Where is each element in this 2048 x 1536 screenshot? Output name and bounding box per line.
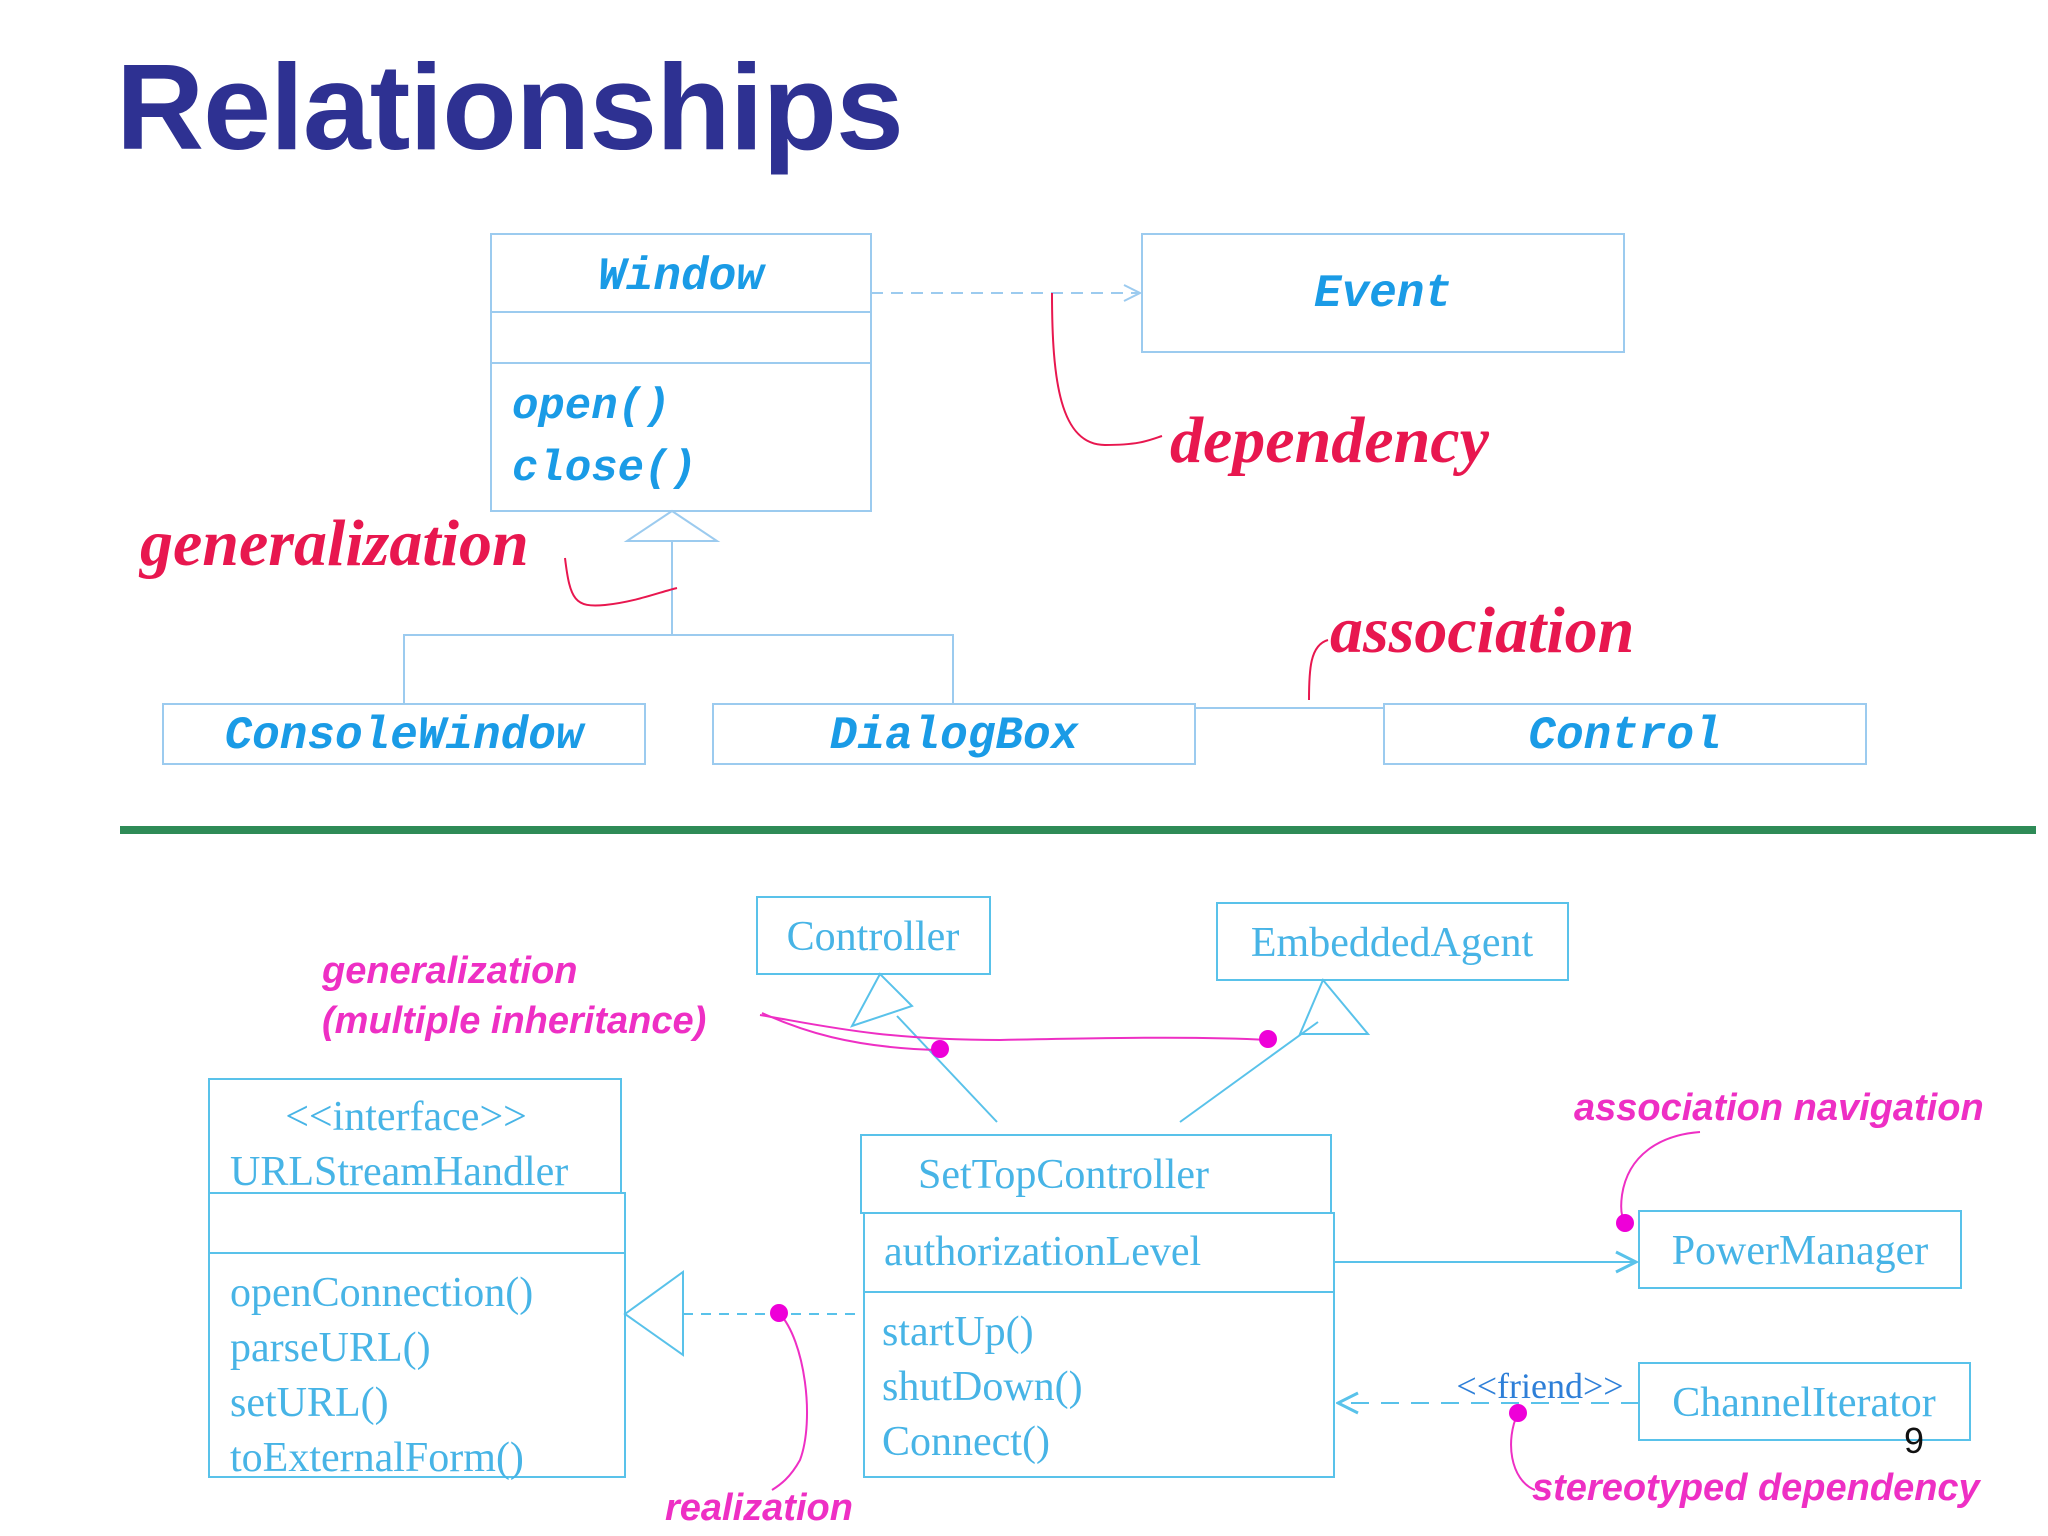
class-power-manager-name: PowerManager <box>1672 1228 1929 1274</box>
class-event-name: Event <box>1314 268 1452 320</box>
class-console-window-box <box>162 703 646 765</box>
generalization-callout <box>759 1014 1269 1042</box>
class-embedded-agent-box <box>1216 902 1569 981</box>
realization-triangle <box>623 1270 684 1357</box>
class-console-window: ConsoleWindow <box>162 703 646 765</box>
generalization-branch-line <box>403 634 954 704</box>
class-url-stream-handler-name: URLStreamHandler <box>230 1149 568 1195</box>
class-channel-iterator-box <box>1638 1362 1971 1441</box>
class-dialog-box: DialogBox <box>712 703 1196 765</box>
class-url-stream-handler-operation: toExternalForm() <box>230 1435 524 1481</box>
class-control: Control <box>1383 703 1867 765</box>
generalization-triangle-embedded-agent <box>1298 978 1371 1035</box>
class-channel-iterator: ChannelIterator <box>1638 1362 1971 1441</box>
label-generalization: generalization <box>138 507 529 580</box>
generalization-line-embedded-agent <box>1179 1021 1319 1123</box>
page-number: 9 <box>1904 1420 1925 1461</box>
association-navigation-callout <box>1620 1131 1701 1223</box>
class-embedded-agent: EmbeddedAgent <box>1216 902 1569 981</box>
label-dependency: dependency <box>1170 404 1490 477</box>
association-callout <box>1308 639 1329 701</box>
class-set-top-controller-attributes <box>863 1212 1335 1293</box>
label-association: association <box>1330 594 1634 667</box>
class-power-manager: PowerManager <box>1638 1210 1962 1289</box>
class-url-stream-handler-operation: openConnection() <box>230 1270 533 1316</box>
label-realization: realization <box>665 1487 853 1529</box>
generalization-triangle <box>623 509 721 542</box>
generalization-callout <box>761 1012 941 1051</box>
dependency-callout <box>1051 292 1163 447</box>
callout-dot <box>1259 1030 1277 1048</box>
class-dialog-box-name: DialogBox <box>830 710 1080 762</box>
class-power-manager-box <box>1638 1210 1962 1289</box>
class-window-operation: close() <box>512 444 697 494</box>
class-controller-name: Controller <box>787 914 960 960</box>
stereotyped-dependency-callout <box>1510 1412 1536 1491</box>
class-set-top-controller-header <box>860 1134 1332 1214</box>
class-url-stream-handler-operation: parseURL() <box>230 1325 431 1371</box>
callout-dot <box>1509 1404 1527 1422</box>
class-set-top-controller-name: SetTopController <box>918 1152 1209 1198</box>
class-event: Event <box>1141 233 1625 353</box>
class-channel-iterator-name: ChannelIterator <box>1672 1380 1936 1426</box>
class-url-stream-handler-box <box>208 1192 626 1478</box>
class-dialog-box-box <box>712 703 1196 765</box>
class-url-stream-handler: <<interface>> URLStreamHandler openConne… <box>208 1078 626 1481</box>
class-url-stream-handler-header <box>208 1078 622 1196</box>
class-set-top-controller-attribute: authorizationLevel <box>884 1229 1201 1275</box>
slide-title: Relationships <box>116 39 904 175</box>
class-window-box <box>490 233 872 512</box>
callout-dot <box>1616 1214 1634 1232</box>
callout-dot <box>931 1040 949 1058</box>
class-console-window-name: ConsoleWindow <box>225 710 586 762</box>
realization-callout <box>771 1312 809 1491</box>
label-generalization-multiple: generalization <box>321 950 578 992</box>
class-control-name: Control <box>1528 710 1721 762</box>
class-url-stream-handler-operation: setURL() <box>230 1380 389 1426</box>
label-multiple-inheritance: (multiple inheritance) <box>322 1000 706 1042</box>
label-stereotyped-dependency: stereotyped dependency <box>1532 1467 1982 1509</box>
generalization-line-controller <box>896 1015 998 1123</box>
generalization-triangle-controller <box>849 972 914 1028</box>
class-url-stream-handler-stereotype: <<interface>> <box>285 1094 527 1140</box>
class-controller: Controller <box>756 896 991 975</box>
class-set-top-controller-operations-box <box>863 1291 1335 1478</box>
class-control-box <box>1383 703 1867 765</box>
label-association-navigation: association navigation <box>1574 1087 1984 1129</box>
class-controller-box <box>756 896 991 975</box>
generalization-callout <box>564 557 678 607</box>
callout-dot <box>770 1304 788 1322</box>
class-window-operation: open() <box>512 382 670 432</box>
class-window-name: Window <box>598 251 766 303</box>
class-set-top-controller: SetTopController authorizationLevel star… <box>860 1134 1335 1478</box>
class-window: Window open() close() <box>490 233 872 512</box>
class-set-top-controller-operation: startUp() <box>882 1309 1034 1355</box>
class-set-top-controller-operation: Connect() <box>882 1419 1050 1465</box>
class-set-top-controller-operation: shutDown() <box>882 1364 1083 1410</box>
class-embedded-agent-name: EmbeddedAgent <box>1251 920 1534 966</box>
class-event-box <box>1141 233 1625 353</box>
stereotype-friend: <<friend>> <box>1456 1366 1623 1406</box>
